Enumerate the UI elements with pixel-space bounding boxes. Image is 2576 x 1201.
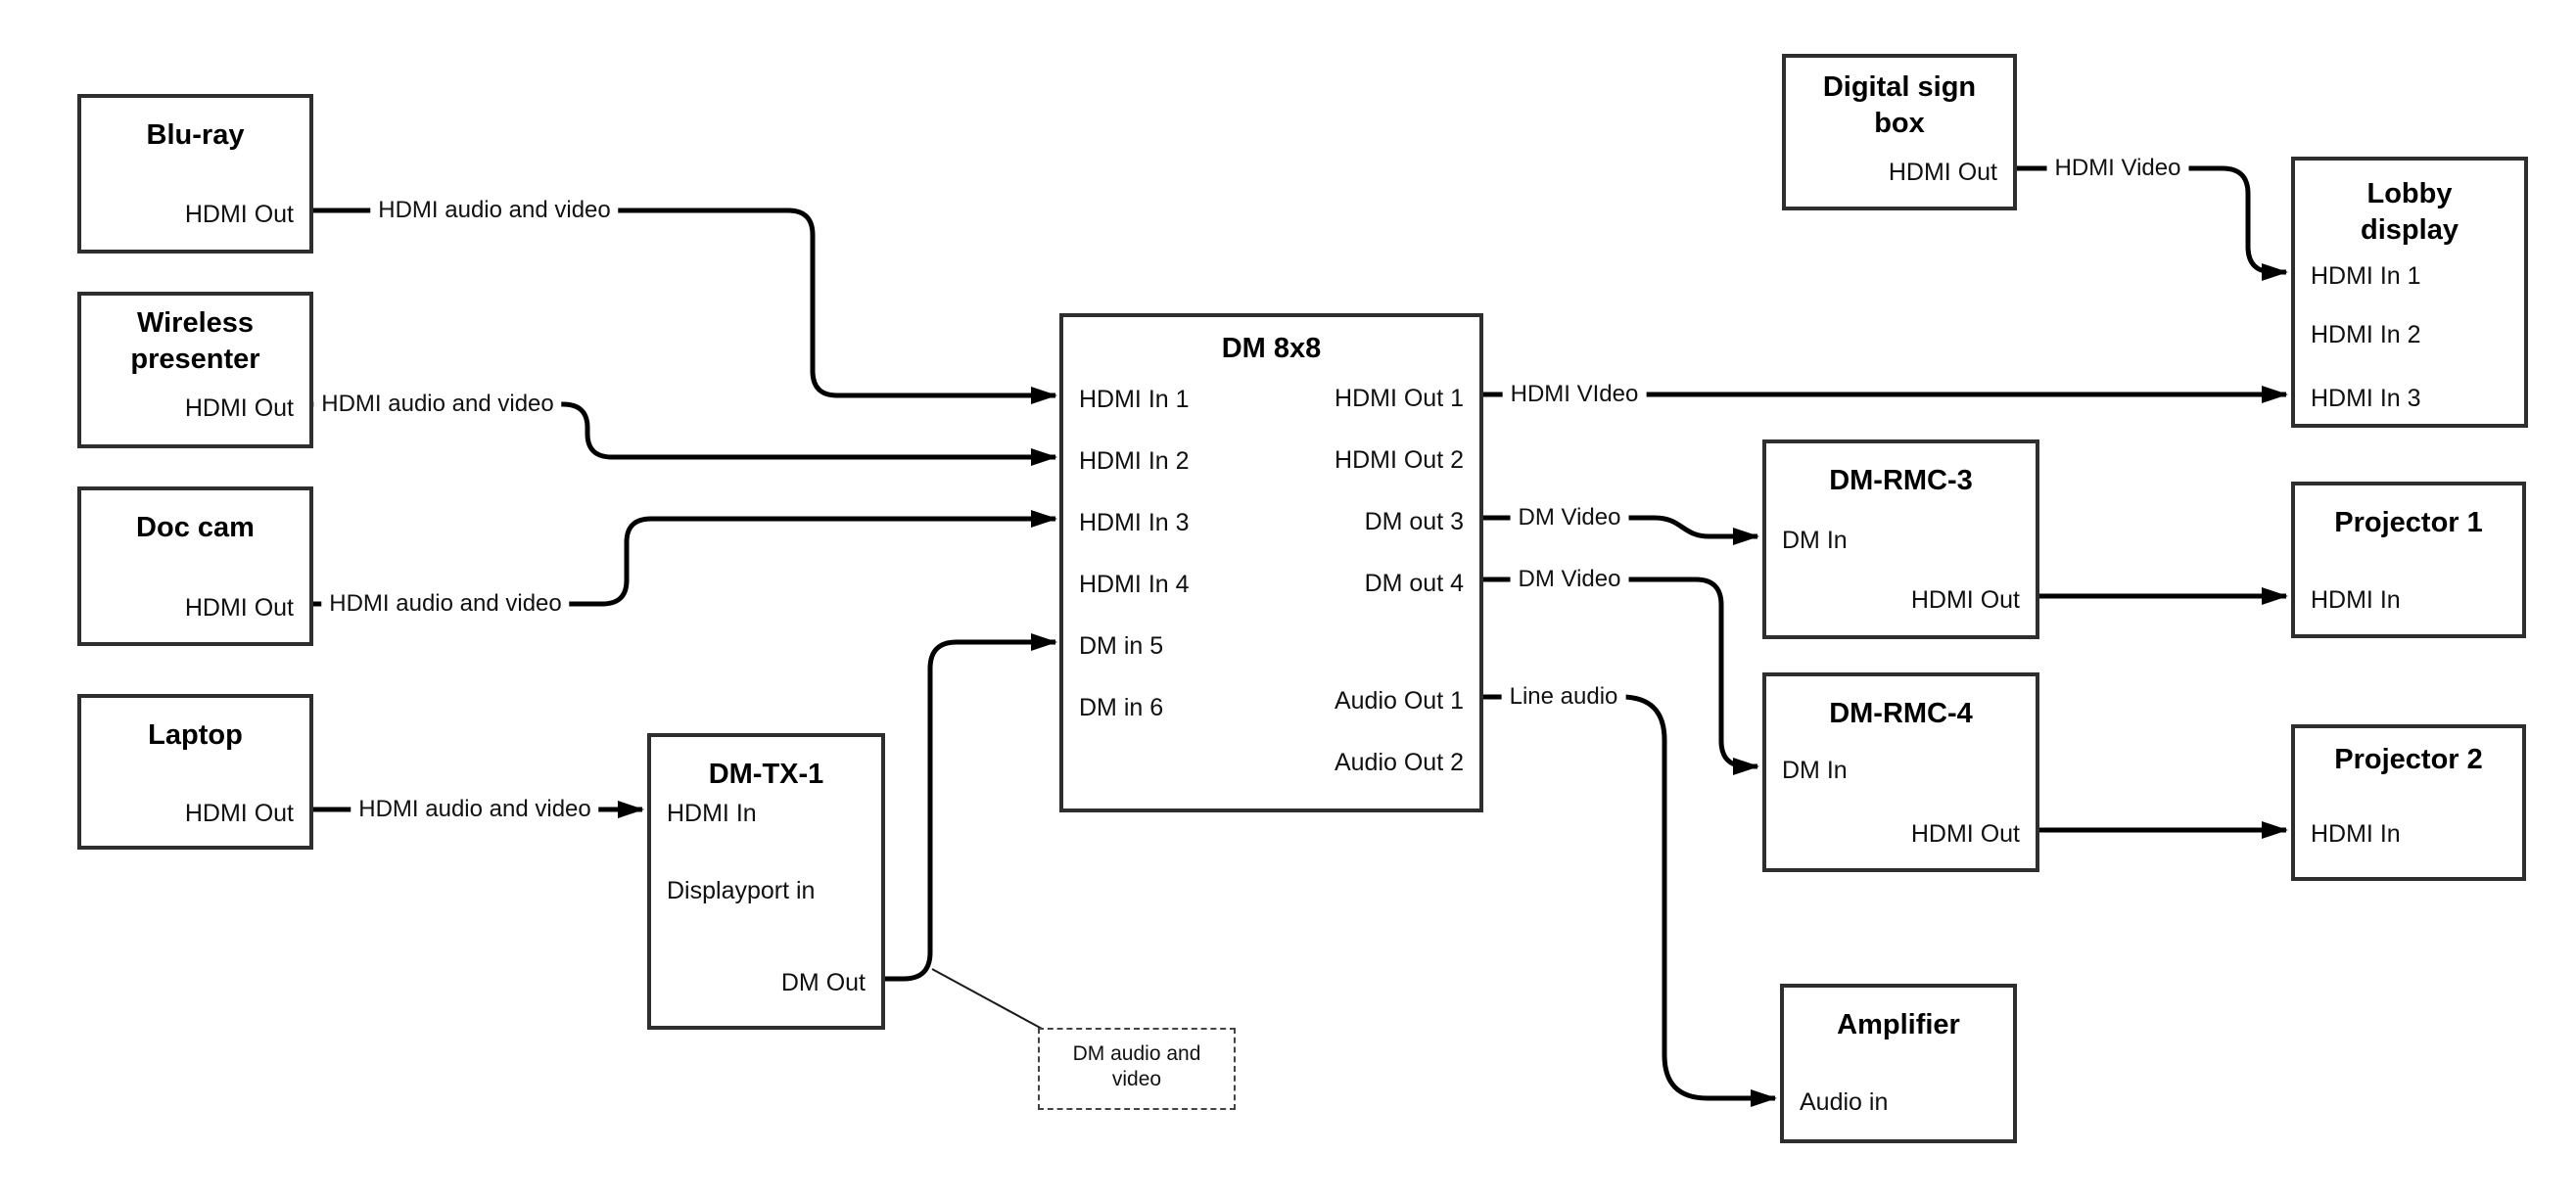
- node-title: Doc cam: [136, 512, 255, 543]
- port-hdmi-in-4: HDMI In 4: [1079, 571, 1190, 598]
- port-audio-out-2: Audio Out 2: [1334, 749, 1464, 776]
- connection-label-hdmi-audio-and-video: HDMI audio and video: [351, 795, 599, 824]
- port-hdmi-out: HDMI Out: [184, 394, 294, 422]
- node-title: DM 8x8: [1221, 333, 1322, 364]
- note-dm-audio-and-video: DM audio and video: [1038, 1028, 1236, 1110]
- port-dm-in-5: DM in 5: [1079, 632, 1164, 660]
- node-title: Projector 2: [2334, 744, 2483, 775]
- node-title: DM-TX-1: [708, 759, 824, 790]
- port-hdmi-in-3: HDMI In 3: [2311, 385, 2421, 412]
- port-dm-in: DM In: [1782, 757, 1848, 784]
- connector-bluray-to-dm8x8-hdmi-in-1: [313, 208, 1057, 404]
- port-displayport-in: Displayport in: [667, 877, 816, 904]
- connector-dmtx1-to-dm8x8-dm-in-5: [885, 633, 1057, 982]
- connector-dm8x8-dm-out-4-to-dmrmc4-dm-in: [1483, 577, 1759, 775]
- node-title: Wireless presenter: [130, 307, 260, 375]
- connector-signbox-to-lobby-hdmi-in-1: [2017, 165, 2288, 281]
- connector-wireless-to-dm8x8-hdmi-in-2: [313, 401, 1057, 466]
- node-dm-rmc-3: DM-RMC-3 DM In HDMI Out: [1762, 439, 2039, 639]
- port-hdmi-in-3: HDMI In 3: [1079, 509, 1190, 536]
- port-dm-out-3: DM out 3: [1364, 508, 1464, 535]
- port-hdmi-in: HDMI In: [2311, 820, 2401, 848]
- connection-label-line-audio: Line audio: [1501, 682, 1626, 712]
- port-audio-in: Audio in: [1800, 1088, 1889, 1116]
- port-hdmi-out: HDMI Out: [1888, 159, 1997, 186]
- port-dm-out-4: DM out 4: [1364, 570, 1464, 597]
- node-wireless-presenter: Wireless presenter HDMI Out: [77, 292, 313, 448]
- node-digital-sign-box: Digital sign box HDMI Out: [1782, 54, 2017, 210]
- port-hdmi-in: HDMI In: [667, 800, 757, 827]
- node-projector-2: Projector 2 HDMI In: [2291, 724, 2526, 881]
- node-projector-1: Projector 1 HDMI In: [2291, 482, 2526, 638]
- connection-label-hdmi-audio-and-video: HDMI audio and video: [313, 390, 562, 419]
- note-text: DM audio and video: [1072, 1042, 1201, 1090]
- connection-label-dm-video: DM Video: [1510, 565, 1629, 594]
- port-hdmi-out: HDMI Out: [184, 594, 294, 622]
- node-dm-rmc-4: DM-RMC-4 DM In HDMI Out: [1762, 672, 2039, 872]
- node-title: Blu-ray: [146, 119, 245, 151]
- node-title: Digital sign box: [1822, 71, 1977, 139]
- connection-label-dm-video: DM Video: [1510, 503, 1629, 532]
- node-dm-tx-1: DM-TX-1 HDMI In Displayport in DM Out: [647, 733, 885, 1030]
- connection-label-hdmi-video: HDMI Video: [2046, 154, 2189, 183]
- node-lobby-display: Lobby display HDMI In 1 HDMI In 2 HDMI I…: [2291, 157, 2528, 428]
- port-dm-in: DM In: [1782, 527, 1848, 554]
- port-dm-out: DM Out: [780, 969, 866, 996]
- node-title: Amplifier: [1837, 1009, 1960, 1040]
- node-title: DM-RMC-4: [1829, 698, 1973, 729]
- node-amplifier: Amplifier Audio in: [1780, 984, 2017, 1143]
- port-hdmi-in-2: HDMI In 2: [2311, 321, 2421, 348]
- connector-dm8x8-dm-out-3-to-dmrmc3-dm-in: [1483, 515, 1759, 545]
- connector-dm8x8-audio-out-1-to-amplifier: [1483, 694, 1777, 1107]
- port-hdmi-in-1: HDMI In 1: [1079, 386, 1190, 413]
- node-title: Lobby display: [2361, 178, 2459, 246]
- node-blu-ray: Blu-ray HDMI Out: [77, 94, 313, 254]
- connection-label-hdmi-audio-and-video: HDMI audio and video: [370, 196, 619, 225]
- node-dm-8x8: DM 8x8 HDMI In 1 HDMI In 2 HDMI In 3 HDM…: [1059, 313, 1483, 812]
- port-audio-out-1: Audio Out 1: [1334, 687, 1464, 715]
- port-dm-in-6: DM in 6: [1079, 694, 1164, 721]
- port-hdmi-in: HDMI In: [2311, 586, 2401, 614]
- node-doc-cam: Doc cam HDMI Out: [77, 486, 313, 646]
- port-hdmi-out: HDMI Out: [1910, 586, 2020, 614]
- port-hdmi-out: HDMI Out: [184, 201, 294, 228]
- connection-label-hdmi-audio-and-video: HDMI audio and video: [321, 589, 570, 619]
- node-title: Laptop: [148, 719, 243, 751]
- port-hdmi-out-2: HDMI Out 2: [1335, 446, 1464, 474]
- connection-label-hdmi-video: HDMI VIdeo: [1502, 380, 1647, 409]
- note-callout-line: [931, 968, 1045, 1031]
- port-hdmi-in-2: HDMI In 2: [1079, 447, 1190, 475]
- connector-doccam-to-dm8x8-hdmi-in-3: [313, 510, 1057, 607]
- node-laptop: Laptop HDMI Out: [77, 694, 313, 850]
- port-hdmi-out: HDMI Out: [1910, 820, 2020, 848]
- node-title: DM-RMC-3: [1829, 465, 1973, 496]
- node-title: Projector 1: [2334, 507, 2483, 538]
- port-hdmi-out: HDMI Out: [184, 800, 294, 827]
- port-hdmi-in-1: HDMI In 1: [2311, 262, 2421, 290]
- port-hdmi-out-1: HDMI Out 1: [1335, 385, 1464, 412]
